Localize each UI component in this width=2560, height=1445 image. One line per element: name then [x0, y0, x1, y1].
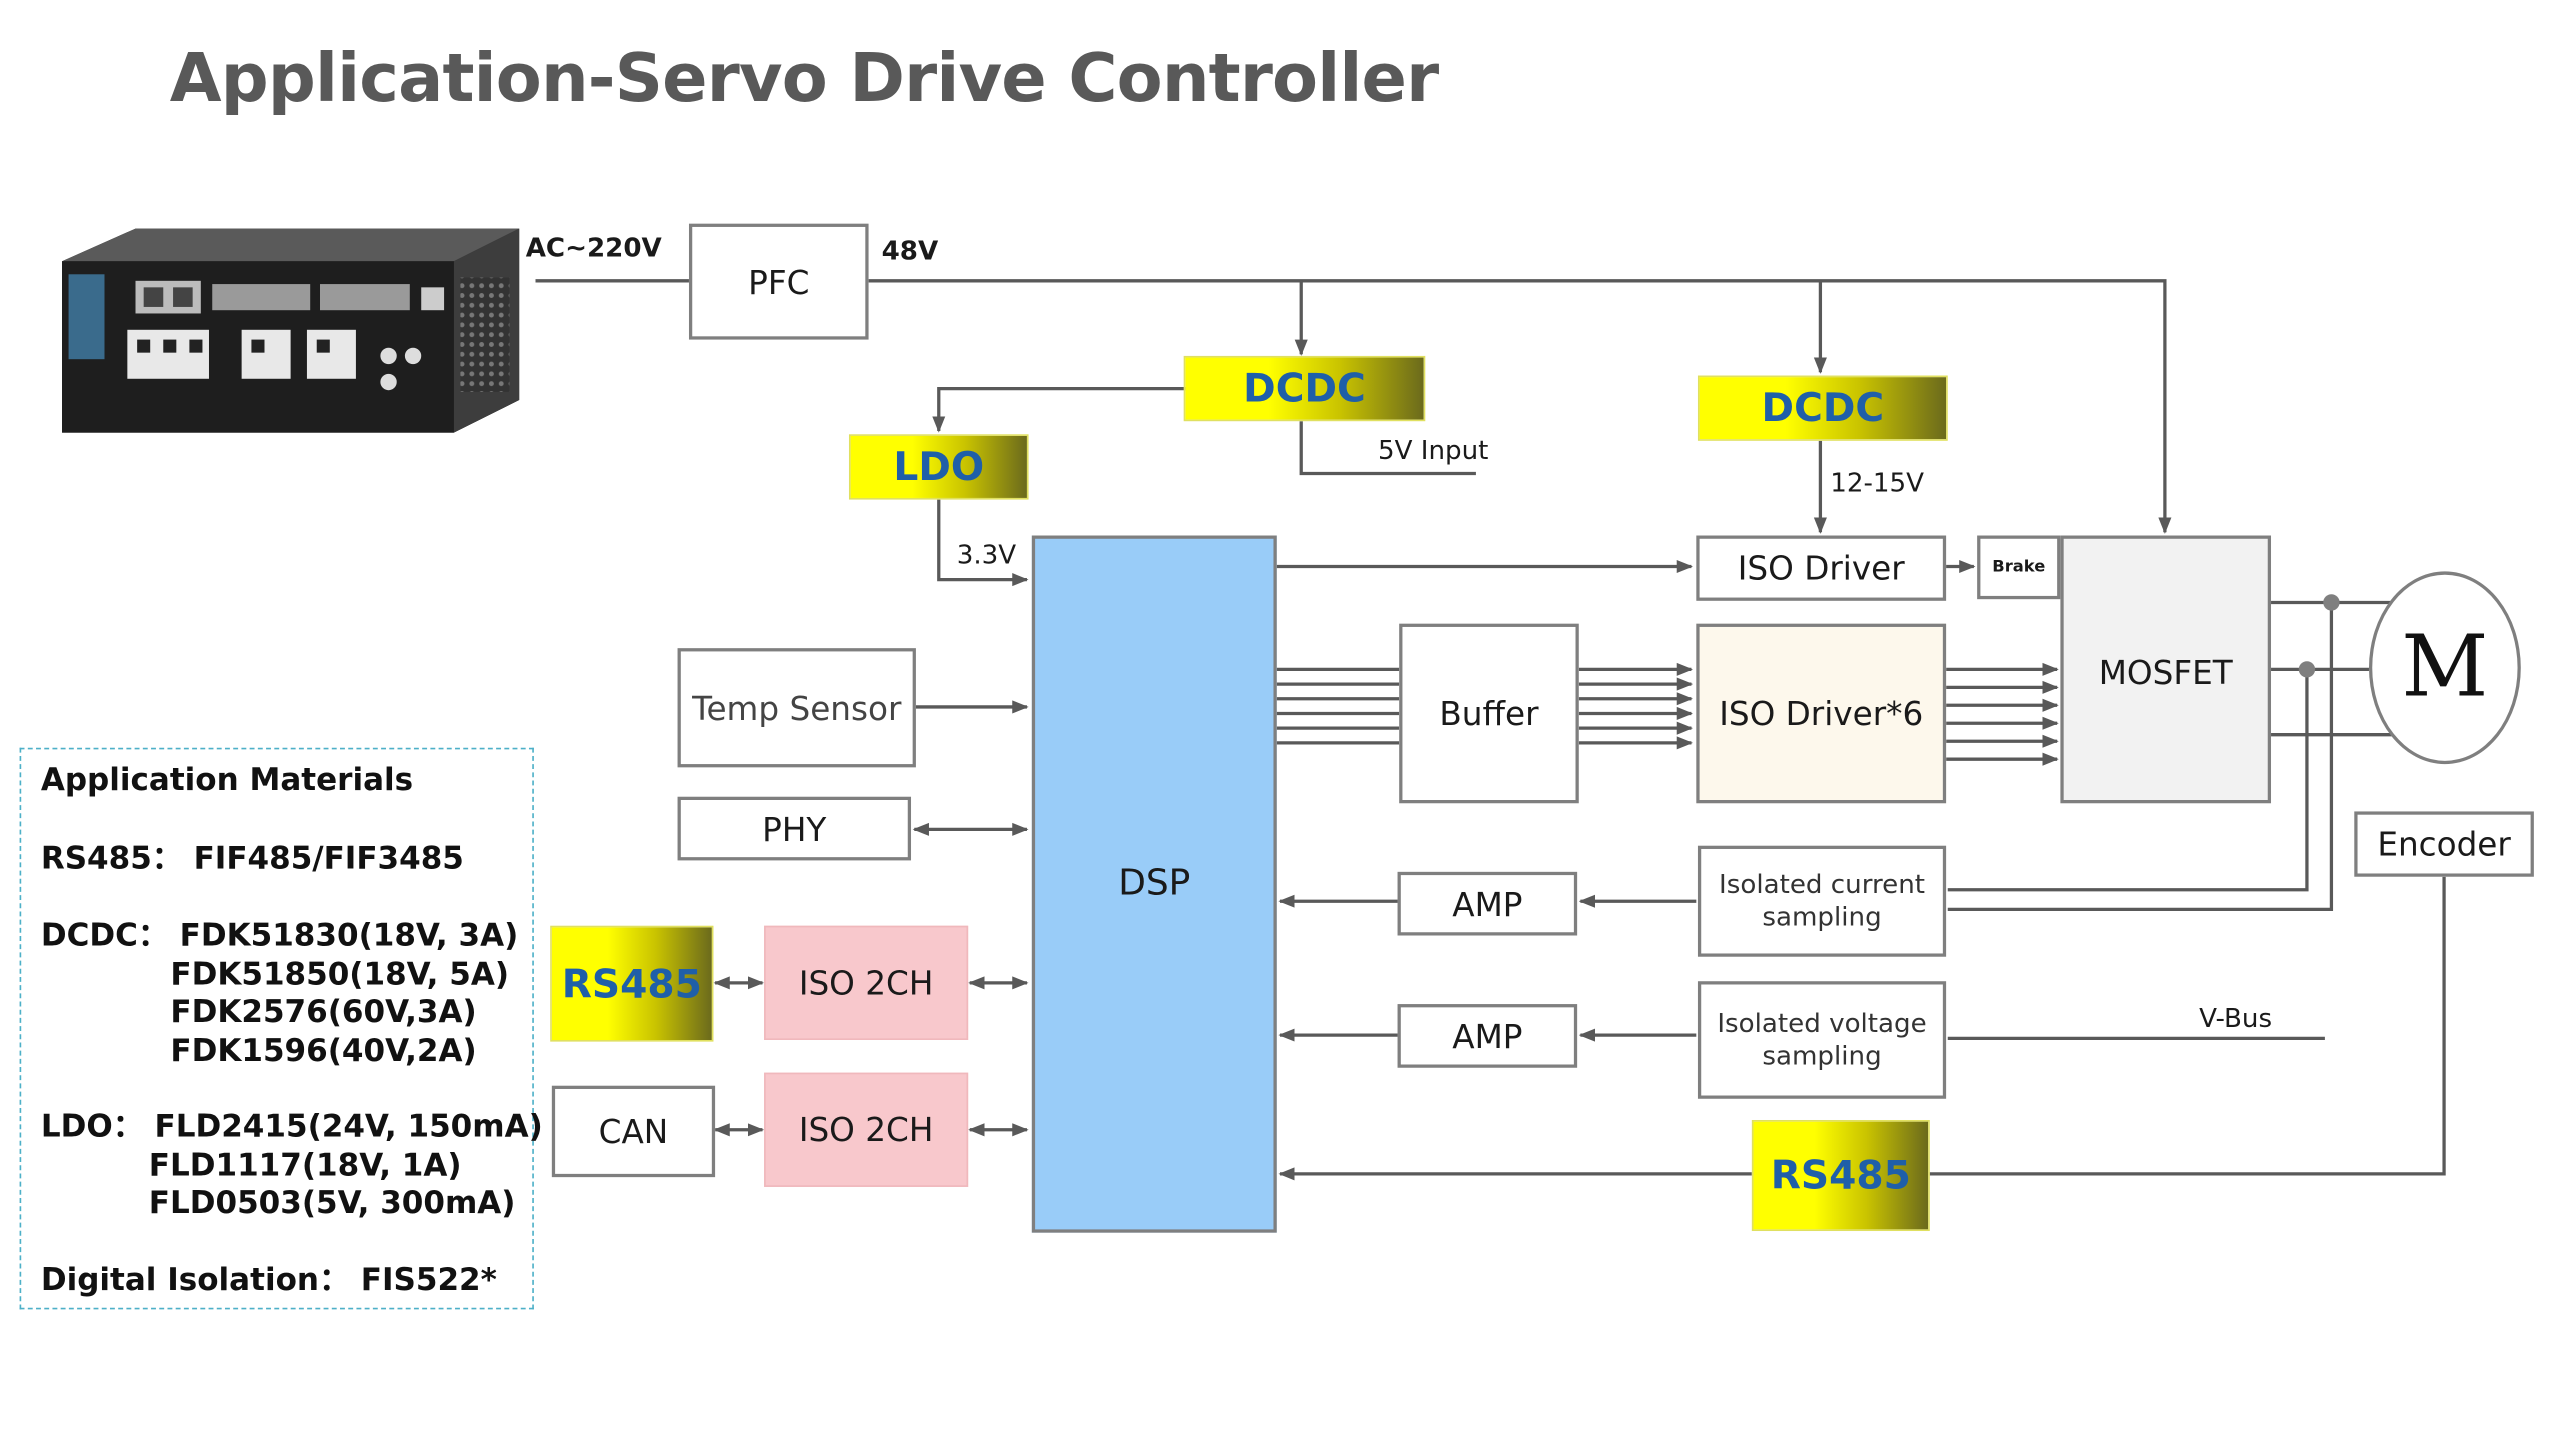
- isolated-voltage-sampling-block: Isolated voltage sampling: [1697, 981, 1947, 1099]
- dcdc-left-tag: DCDC: [1183, 355, 1426, 422]
- dcdc-right-tag: DCDC: [1697, 375, 1948, 441]
- iso-2ch-bottom-block: ISO 2CH: [764, 1072, 969, 1187]
- rs485-bottom-tag: RS485: [1751, 1119, 1930, 1232]
- ldo-3v3-label: 3.3V: [956, 538, 1017, 570]
- materials-dcdc-4: FDK1596(40V,2A): [40, 1032, 477, 1069]
- isolated-current-sampling-block: Isolated current sampling: [1697, 845, 1947, 957]
- amp-current-block: AMP: [1397, 871, 1578, 936]
- encoder-block: Encoder: [2354, 811, 2534, 877]
- vbus-label: V-Bus: [2199, 1002, 2273, 1034]
- iso-2ch-top-label: ISO 2CH: [798, 963, 934, 1003]
- encoder-label: Encoder: [2377, 824, 2511, 864]
- can-label: CAN: [598, 1111, 669, 1152]
- motor-symbol: M: [2368, 571, 2521, 765]
- amp-current-label: AMP: [1452, 884, 1523, 924]
- buffer-block: Buffer: [1399, 623, 1579, 804]
- iso-driver-block: ISO Driver: [1696, 535, 1947, 601]
- iso-driver6-label: ISO Driver*6: [1719, 693, 1924, 734]
- isolated-voltage-line1: Isolated voltage: [1717, 1007, 1927, 1039]
- iso-2ch-top-block: ISO 2CH: [764, 925, 969, 1040]
- materials-isolation: Digital Isolation： FIS522*: [40, 1261, 497, 1298]
- isolated-current-line2: sampling: [1762, 901, 1882, 933]
- application-materials-panel: Application Materials RS485： FIF485/FIF3…: [19, 747, 543, 1310]
- materials-heading: Application Materials: [40, 762, 414, 799]
- buffer-label: Buffer: [1439, 693, 1539, 734]
- brake-block: Brake: [1977, 535, 2061, 600]
- dsp-label: DSP: [1118, 863, 1191, 905]
- dcdc-right-label: DCDC: [1761, 385, 1885, 432]
- materials-ldo-2: FLD1117(18V, 1A): [40, 1146, 462, 1183]
- amp-voltage-label: AMP: [1452, 1016, 1523, 1056]
- isolated-current-line1: Isolated current: [1719, 868, 1926, 900]
- iso-driver6-block: ISO Driver*6: [1696, 623, 1947, 804]
- brake-label: Brake: [1992, 558, 2046, 577]
- iso-2ch-bottom-label: ISO 2CH: [798, 1110, 934, 1150]
- dcdc-5v-label: 5V Input: [1377, 434, 1489, 466]
- ac-input-label: AC~220V: [525, 231, 662, 263]
- bus-48v-label: 48V: [881, 235, 939, 267]
- can-block: CAN: [551, 1085, 716, 1178]
- pfc-label: PFC: [748, 262, 810, 302]
- mosfet-block: MOSFET: [2060, 535, 2272, 804]
- pfc-block: PFC: [688, 223, 869, 340]
- page-title: Application-Servo Drive Controller: [169, 39, 1439, 118]
- phy-block: PHY: [677, 796, 912, 861]
- iso-driver-label: ISO Driver: [1737, 548, 1905, 588]
- servo-drive-unit-icon: [62, 228, 520, 433]
- isolated-voltage-line2: sampling: [1762, 1039, 1882, 1072]
- temp-sensor-label: Temp Sensor: [692, 688, 902, 728]
- ldo-tag: LDO: [848, 434, 1029, 500]
- dsp-block: DSP: [1031, 535, 1277, 1233]
- materials-dcdc-1: DCDC： FDK51830(18V, 3A): [40, 917, 519, 954]
- amp-voltage-block: AMP: [1397, 1004, 1578, 1068]
- motor-label: M: [2401, 618, 2489, 717]
- materials-ldo-3: FLD0503(5V, 300mA): [40, 1185, 516, 1222]
- materials-dcdc-3: FDK2576(60V,3A): [40, 994, 477, 1031]
- materials-dcdc-2: FDK51850(18V, 5A): [40, 955, 510, 992]
- phy-label: PHY: [762, 808, 827, 849]
- dcdc-12v-label: 12-15V: [1830, 466, 1924, 498]
- dcdc-left-label: DCDC: [1243, 365, 1366, 412]
- rs485-bottom-label: RS485: [1770, 1152, 1911, 1199]
- rs485-left-tag: RS485: [550, 925, 714, 1042]
- ldo-label: LDO: [893, 444, 985, 490]
- temp-sensor-block: Temp Sensor: [677, 648, 916, 768]
- mosfet-label: MOSFET: [2098, 653, 2233, 693]
- materials-ldo-1: LDO： FLD2415(24V, 150mA): [40, 1108, 543, 1145]
- materials-rs485: RS485： FIF485/FIF3485: [40, 839, 464, 876]
- rs485-left-label: RS485: [561, 960, 702, 1007]
